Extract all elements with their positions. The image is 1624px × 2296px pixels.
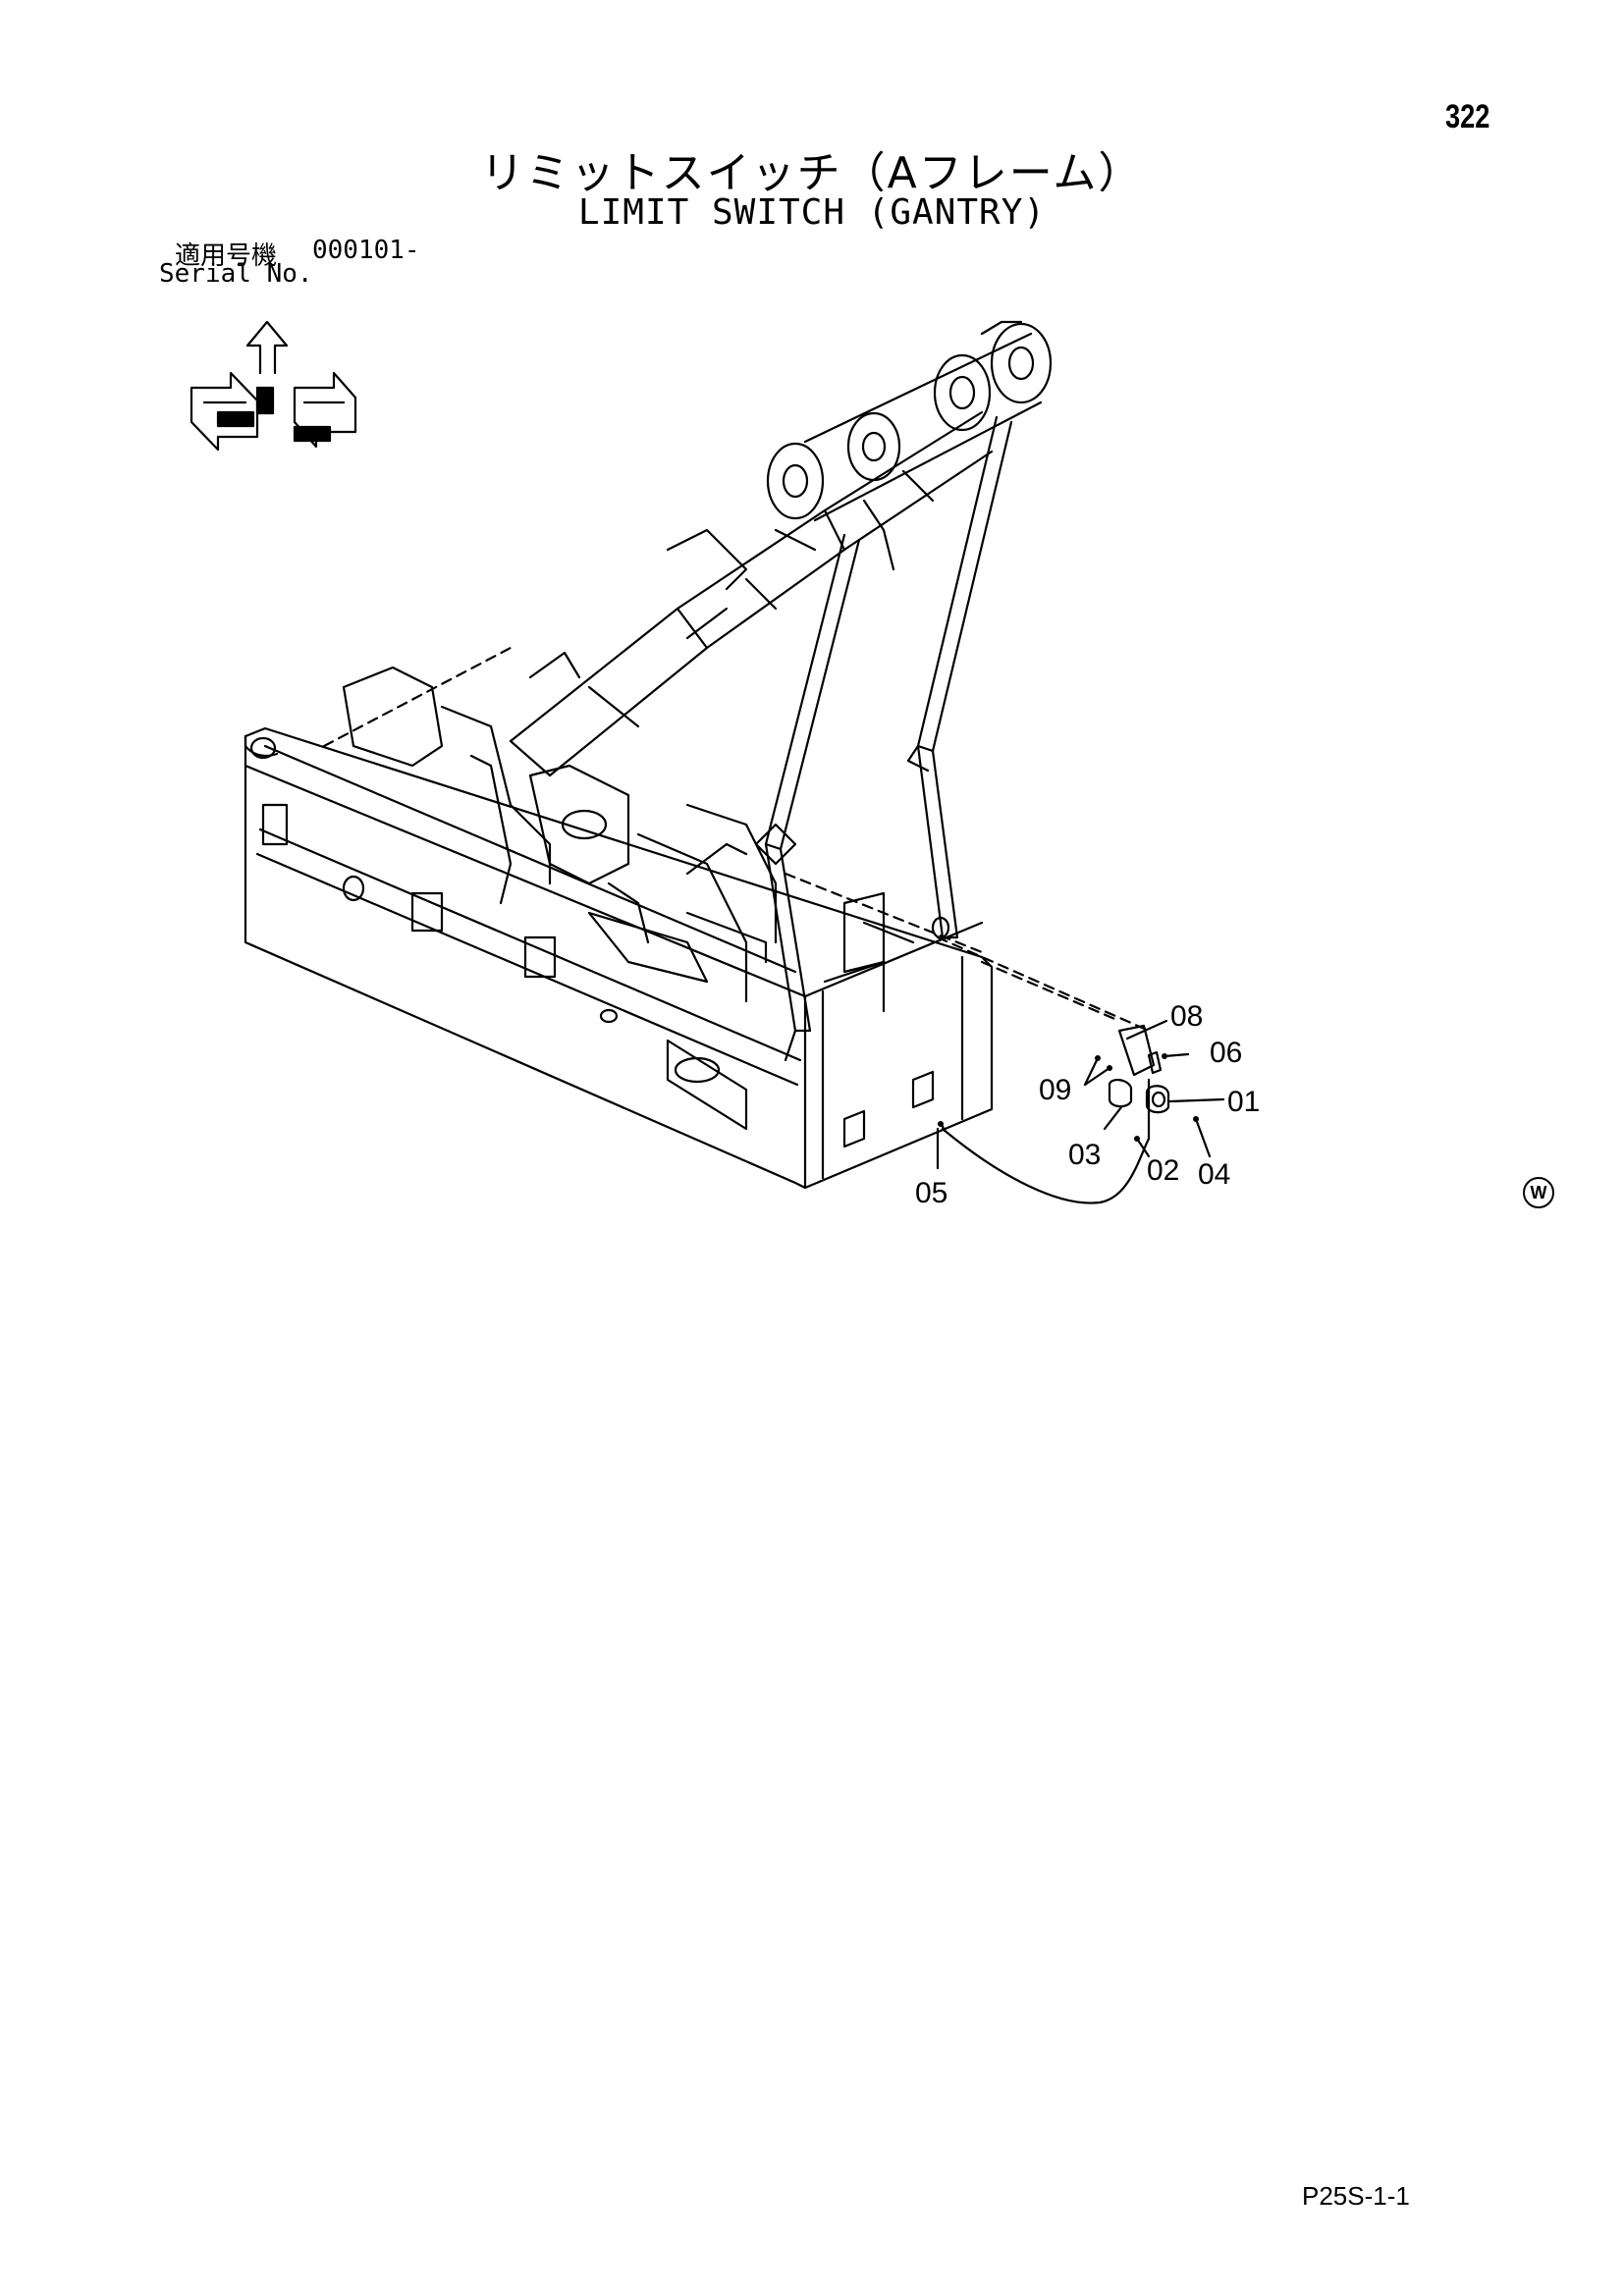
title-english: LIMIT SWITCH (GANTRY) bbox=[577, 192, 1047, 233]
svg-text:W: W bbox=[1531, 1183, 1547, 1202]
sheave-assemblies bbox=[766, 320, 1053, 571]
page-number: 322 bbox=[1445, 98, 1490, 135]
callout-08: 08 bbox=[1170, 1000, 1203, 1033]
orientation-arrows-icon bbox=[189, 320, 357, 452]
serial-label-english: Serial No. bbox=[159, 259, 313, 289]
serial-value: 000101- bbox=[312, 236, 420, 265]
boom-structure bbox=[509, 410, 994, 777]
callout-09: 09 bbox=[1039, 1074, 1071, 1106]
title-japanese: リミットスイッチ（Aフレーム） bbox=[480, 148, 1144, 198]
callout-labels: 08 06 09 01 03 02 04 05 bbox=[915, 1000, 1260, 1209]
circled-w-icon: W bbox=[1523, 1177, 1554, 1208]
callout-leaders bbox=[936, 1019, 1225, 1170]
callout-06: 06 bbox=[1210, 1037, 1242, 1069]
leader-lines-dashed bbox=[322, 646, 1151, 1033]
limit-switch-parts bbox=[939, 1024, 1170, 1204]
footer-code: P25S-1-1 bbox=[1302, 2181, 1410, 2211]
serial-label-japanese: 適用号機 bbox=[175, 241, 278, 271]
gantry-legs bbox=[754, 415, 1013, 1062]
callout-05: 05 bbox=[915, 1177, 947, 1209]
callout-03: 03 bbox=[1068, 1139, 1101, 1171]
callout-01: 01 bbox=[1227, 1086, 1260, 1118]
main-frame bbox=[244, 726, 994, 1190]
callout-04: 04 bbox=[1198, 1158, 1230, 1191]
base-internal-structure bbox=[342, 666, 915, 1013]
callout-02: 02 bbox=[1147, 1154, 1179, 1187]
